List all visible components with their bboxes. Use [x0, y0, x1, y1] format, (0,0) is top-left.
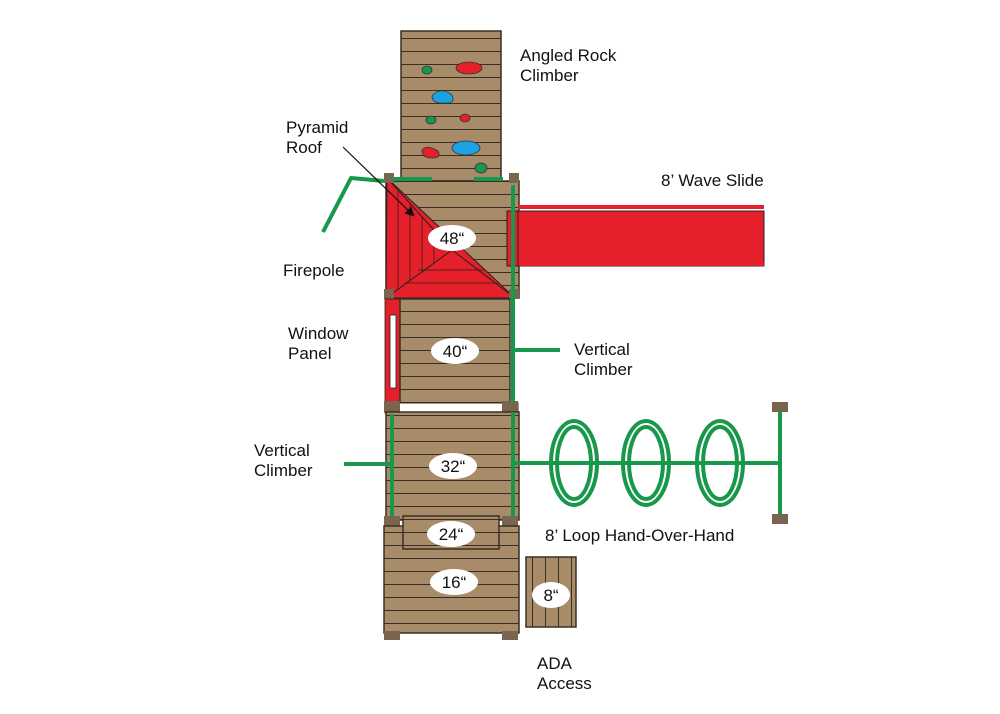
svg-text:32“: 32“ [441, 457, 466, 476]
deck-40-structure [384, 298, 519, 414]
svg-text:24“: 24“ [439, 525, 464, 544]
rock-hold-green [421, 65, 433, 75]
label-rock-climber: Angled Rock Climber [520, 46, 617, 85]
svg-text:16“: 16“ [442, 573, 467, 592]
svg-text:48“: 48“ [440, 229, 465, 248]
loop-hand-over-hand [513, 410, 782, 517]
firepole [321, 176, 385, 233]
height-badge-8: 8“ [532, 582, 570, 608]
vertical-climber-right-bars [511, 185, 560, 402]
label-wave-slide: 8’ Wave Slide [661, 171, 764, 190]
svg-text:40“: 40“ [443, 342, 468, 361]
label-firepole: Firepole [283, 261, 345, 280]
svg-text:8“: 8“ [543, 586, 558, 605]
height-badge-24: 24“ [427, 521, 475, 547]
rock-climber-wall [400, 30, 502, 182]
height-badge-32: 32“ [429, 453, 477, 479]
deck-32-structure [344, 411, 520, 545]
label-vertical-climber-right: Vertical Climber [574, 340, 633, 379]
height-badge-16: 16“ [430, 569, 478, 595]
label-vertical-climber-left: Vertical Climber [254, 441, 313, 480]
height-badge-48: 48“ [428, 225, 476, 251]
loop-post-bottom [772, 514, 788, 524]
rock-hold-red [459, 113, 471, 123]
rock-hold-blue [431, 90, 454, 104]
pyramid-roof-pointer [342, 146, 415, 217]
height-badge-40: 40“ [431, 338, 479, 364]
rock-hold-blue [451, 140, 481, 156]
label-window-panel: Window Panel [288, 324, 349, 363]
label-loop-hand-over-hand: 8’ Loop Hand-Over-Hand [545, 526, 735, 545]
loop-post-top [772, 402, 788, 412]
rock-hold-red [421, 146, 440, 159]
rock-hold-green [474, 162, 488, 174]
rock-hold-red [455, 61, 483, 75]
label-ada-access: ADA Access [537, 654, 592, 693]
label-pyramid-roof: Pyramid Roof [286, 118, 349, 157]
window-panel [384, 298, 401, 404]
rock-hold-green [425, 115, 437, 125]
wave-slide [506, 205, 765, 267]
